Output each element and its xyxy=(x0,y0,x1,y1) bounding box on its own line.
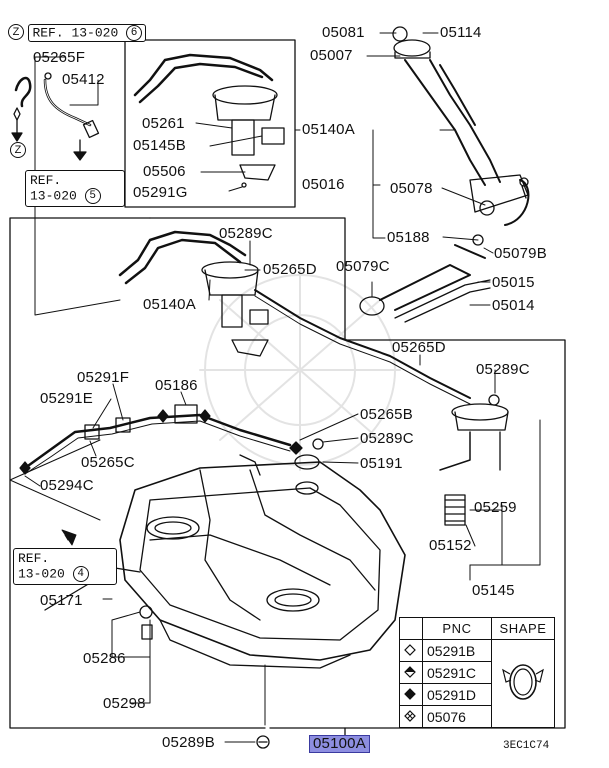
diamond-cross-icon xyxy=(404,709,416,722)
part-label-05265C[interactable]: 05265C xyxy=(81,454,135,471)
ref-13-020-6[interactable]: REF. 13-020 6 xyxy=(28,23,147,42)
legend-pnc: 05291B xyxy=(422,639,492,662)
part-label-05015[interactable]: 05015 xyxy=(492,274,535,291)
part-label-05079B[interactable]: 05079B xyxy=(494,245,547,262)
legend-row[interactable]: 05076 xyxy=(399,705,555,728)
part-label-05016[interactable]: 05016 xyxy=(302,176,345,193)
legend-header-shape: SHAPE xyxy=(491,617,555,640)
legend-header-row: PNC SHAPE xyxy=(399,617,555,640)
part-label-05078[interactable]: 05078 xyxy=(390,180,433,197)
legend-row[interactable]: 05291D xyxy=(399,683,555,706)
part-label-05007[interactable]: 05007 xyxy=(310,47,353,64)
ref-bottom-num: 4 xyxy=(72,566,89,582)
legend-symbol xyxy=(399,661,423,684)
diamond-solid-icon xyxy=(404,687,416,700)
hose-05265C xyxy=(19,404,303,475)
ref-left-line1: REF. xyxy=(30,173,62,188)
part-label-05081[interactable]: 05081 xyxy=(322,24,365,41)
part-label-05289C-3[interactable]: 05289C xyxy=(360,430,414,447)
footer-code: 3EC1C74 xyxy=(503,740,550,752)
part-label-05291E[interactable]: 05291E xyxy=(40,390,93,407)
part-label-05289B[interactable]: 05289B xyxy=(162,734,215,751)
diamond-half-icon xyxy=(404,665,416,678)
ref-bottom-line1: REF. xyxy=(18,551,50,566)
pipe-05412 xyxy=(43,72,100,161)
part-label-05145[interactable]: 05145 xyxy=(472,582,515,599)
part-label-05186[interactable]: 05186 xyxy=(155,377,198,394)
part-label-05152[interactable]: 05152 xyxy=(429,537,472,554)
part-label-05412[interactable]: 05412 xyxy=(62,71,105,88)
part-label-05265B[interactable]: 05265B xyxy=(360,406,413,423)
part-label-05145B[interactable]: 05145B xyxy=(133,137,186,154)
part-label-05171[interactable]: 05171 xyxy=(40,592,83,609)
legend-symbol xyxy=(399,639,423,662)
part-label-05079C[interactable]: 05079C xyxy=(336,258,390,275)
part-label-05286[interactable]: 05286 xyxy=(83,650,126,667)
fuel-pump-module-inset xyxy=(133,53,285,188)
part-label-05100A[interactable]: 05100A xyxy=(309,735,370,753)
ref-top-text: REF. 13-020 xyxy=(32,25,119,40)
part-label-05259[interactable]: 05259 xyxy=(474,499,517,516)
legend-row[interactable]: 05291C xyxy=(399,661,555,684)
ref-bottom-line2: 13-020 xyxy=(18,566,65,582)
ref-left-line2: 13-020 xyxy=(30,188,77,204)
ref-13-020-5[interactable]: REF. 13-020 5 xyxy=(25,170,125,207)
z-marker: Z xyxy=(8,23,24,40)
part-label-05298[interactable]: 05298 xyxy=(103,695,146,712)
part-label-05191[interactable]: 05191 xyxy=(360,455,403,472)
fuel-tank xyxy=(44,438,406,669)
part-label-05289C-2[interactable]: 05289C xyxy=(476,361,530,378)
legend-pnc: 05291D xyxy=(422,683,492,706)
leader-lines xyxy=(9,32,541,743)
bolt-05289B xyxy=(256,735,270,749)
connector-05265F xyxy=(11,76,32,142)
part-label-05265D-2[interactable]: 05265D xyxy=(392,339,446,356)
legend-symbol xyxy=(399,683,423,706)
part-label-05506[interactable]: 05506 xyxy=(143,163,186,180)
part-label-05188[interactable]: 05188 xyxy=(387,229,430,246)
part-label-05114[interactable]: 05114 xyxy=(440,24,482,41)
legend-shape-cell xyxy=(491,639,555,728)
fuel-pump-module xyxy=(118,230,269,357)
part-label-05261[interactable]: 05261 xyxy=(142,115,185,132)
part-label-05265F[interactable]: 05265F xyxy=(33,49,86,66)
z-marker-left: Z xyxy=(10,142,26,158)
part-label-05265D-1[interactable]: 05265D xyxy=(263,261,317,278)
part-label-05289C-1[interactable]: 05289C xyxy=(219,225,273,242)
ref-top[interactable]: Z REF. 13-020 6 xyxy=(8,23,147,42)
legend-header-pnc: PNC xyxy=(422,617,492,640)
part-label-05291F[interactable]: 05291F xyxy=(77,369,130,386)
legend-symbol xyxy=(399,705,423,728)
legend-header-blank xyxy=(399,617,423,640)
part-label-05014[interactable]: 05014 xyxy=(492,297,535,314)
hose-clamp-icon xyxy=(502,664,544,700)
legend-table: PNC SHAPE 05291B 05291C 05291D xyxy=(399,617,555,728)
ref-top-num: 6 xyxy=(126,24,143,41)
part-label-05140A[interactable]: 05140A xyxy=(143,296,196,313)
watermark-seal xyxy=(199,269,401,471)
hose-05265D xyxy=(254,289,471,405)
part-label-05140A-top[interactable]: 05140A xyxy=(302,121,355,138)
ref-13-020-4[interactable]: REF. 13-020 4 xyxy=(13,548,117,585)
diamond-outline-icon xyxy=(404,643,416,656)
legend-row[interactable]: 05291B xyxy=(399,639,555,728)
pump-inset-box xyxy=(124,39,296,208)
legend-pnc: 05291C xyxy=(422,661,492,684)
part-label-05294C[interactable]: 05294C xyxy=(40,477,94,494)
legend-pnc: 05076 xyxy=(422,705,492,728)
part-label-05291G[interactable]: 05291G xyxy=(133,184,188,201)
sender-unit-05145 xyxy=(439,394,509,526)
ref-left-num: 5 xyxy=(84,188,101,204)
